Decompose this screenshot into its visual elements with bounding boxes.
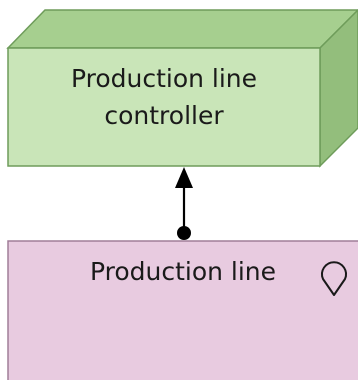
- production-line-node[interactable]: Production line: [7, 240, 358, 380]
- production-line-box: [7, 240, 358, 380]
- controller-node[interactable]: Production line controller: [6, 8, 358, 168]
- production-line-label: Production line: [90, 257, 276, 286]
- controller-box-front: [7, 47, 321, 167]
- location-pin-icon: [321, 261, 347, 296]
- controller-box-top: [6, 9, 358, 49]
- edge-arrowhead: [175, 167, 193, 188]
- edge-start-dot: [177, 226, 191, 240]
- controller-label-line-1: Production line: [71, 64, 257, 93]
- controller-connection-edge[interactable]: [175, 167, 193, 240]
- controller-label-line-2: controller: [104, 101, 224, 130]
